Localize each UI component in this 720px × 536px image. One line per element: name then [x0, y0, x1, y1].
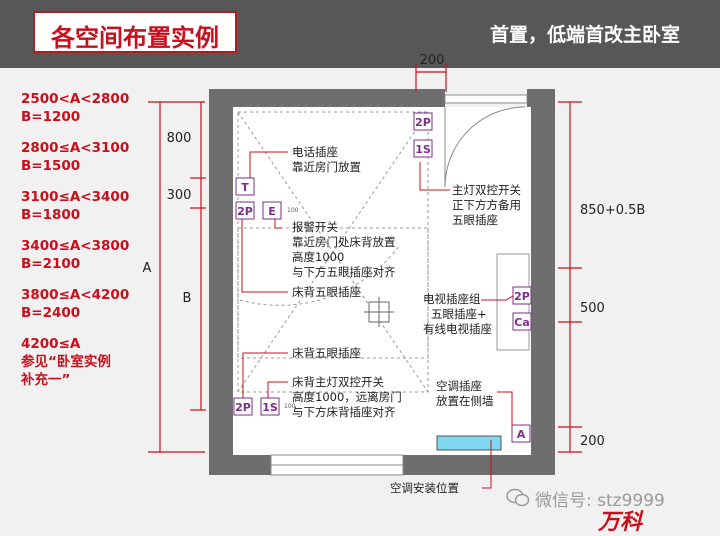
socket-symbols: 2P 1S T 2P E 100 2P Ca 2P 1S 100 A — [233, 112, 532, 443]
bed-switch-note-2: 高度1000，远离房门 — [292, 390, 402, 404]
dimension-lines — [148, 64, 582, 453]
leader-lines — [241, 151, 514, 489]
alarm-switch-note-4: 与下方五眼插座对齐 — [292, 265, 396, 279]
bed-switch-note-1: 床背主灯双控开关 — [292, 375, 384, 389]
dim-door: 200 — [420, 53, 445, 68]
tv-group-note-1: 电视插座组 — [423, 292, 481, 306]
dim-200: 200 — [580, 434, 605, 449]
switch-1s-bottom: 1S — [262, 401, 278, 414]
page-title: 各空间布置实例 — [51, 24, 219, 52]
door — [444, 94, 528, 188]
ac-position-note: 空调安装位置 — [390, 481, 459, 495]
wechat-icon — [506, 488, 530, 507]
switch-1s-top: 1S — [415, 143, 431, 156]
dim-800: 800 — [167, 131, 192, 146]
main-switch-note-2: 正下方方备用 — [452, 198, 521, 212]
alarm-switch-note-3: 高度1000 — [292, 250, 344, 264]
dim-850: 850+0.5B — [580, 203, 645, 218]
ac-socket-note-2: 放置在侧墙 — [436, 394, 494, 408]
page-subtitle: 首置，低端首改主卧室 — [489, 24, 680, 46]
alarm-switch-symbol: E — [268, 205, 276, 218]
bed-switch-note-3: 与下方床背插座对齐 — [292, 405, 396, 419]
dim-b: B — [183, 291, 192, 306]
watermark-text: 微信号: stz9999 — [535, 491, 665, 511]
room-walls — [209, 89, 555, 475]
ac-socket-note-1: 空调插座 — [436, 379, 482, 393]
dim-a: A — [143, 261, 152, 276]
phone-socket-symbol: T — [241, 181, 249, 194]
dim-500: 500 — [580, 301, 605, 316]
window — [270, 454, 404, 476]
tv-group-note-2: 五眼插座+ — [431, 307, 487, 321]
alarm-switch-note-1: 报警开关 — [292, 220, 338, 234]
height-label-bottom: 100 — [284, 403, 296, 410]
alarm-switch-note-2: 靠近房门处床背放置 — [292, 235, 396, 249]
bed-outline — [237, 111, 429, 393]
legend-item: 3400≤A<3800 B=2100 — [21, 238, 130, 272]
legend-item: 4200≤A 参见“卧室实例 补充一” — [21, 336, 111, 388]
phone-socket-note-1: 电话插座 — [292, 145, 338, 159]
ac-unit — [436, 435, 502, 451]
socket-2p-tv: 2P — [514, 290, 530, 303]
phone-socket-note-2: 靠近房门放置 — [292, 160, 361, 174]
legend-item: 3800≤A<4200 B=2400 — [21, 287, 130, 321]
dimension-labels: 200 800 300 A B 850+0.5B 500 200 — [143, 53, 646, 449]
legend-item: 3100≤A<3400 B=1800 — [21, 189, 130, 223]
socket-2p-bottom: 2P — [235, 401, 251, 414]
bed-socket-upper-note: 床背五眼插座 — [292, 285, 361, 299]
legend-item: 2800≤A<3100 B=1500 — [21, 140, 130, 174]
height-label-mid: 100 — [287, 207, 299, 214]
main-switch-note-3: 五眼插座 — [452, 213, 498, 227]
socket-2p-top: 2P — [415, 116, 431, 129]
cable-tv-symbol: Ca — [514, 316, 530, 329]
legend-item: 2500<A<2800 B=1200 — [21, 91, 130, 125]
tv-group-note-3: 有线电视插座 — [423, 322, 492, 336]
bed-socket-lower-note: 床背五眼插座 — [292, 346, 361, 360]
socket-2p-mid: 2P — [237, 205, 253, 218]
brand-logo: 万科 — [598, 510, 643, 535]
room-floor — [233, 107, 531, 455]
main-switch-note-1: 主灯双控开关 — [452, 183, 521, 197]
ceiling-light — [364, 297, 394, 327]
ac-socket-symbol: A — [517, 428, 526, 441]
size-legend: 2500<A<2800 B=1200 2800≤A<3100 B=1500 31… — [21, 90, 151, 402]
dim-300: 300 — [167, 188, 192, 203]
annotations: 电话插座 靠近房门放置 主灯双控开关 正下方方备用 五眼插座 报警开关 靠近房门… — [292, 145, 521, 495]
title-box: 各空间布置实例 — [33, 11, 237, 53]
